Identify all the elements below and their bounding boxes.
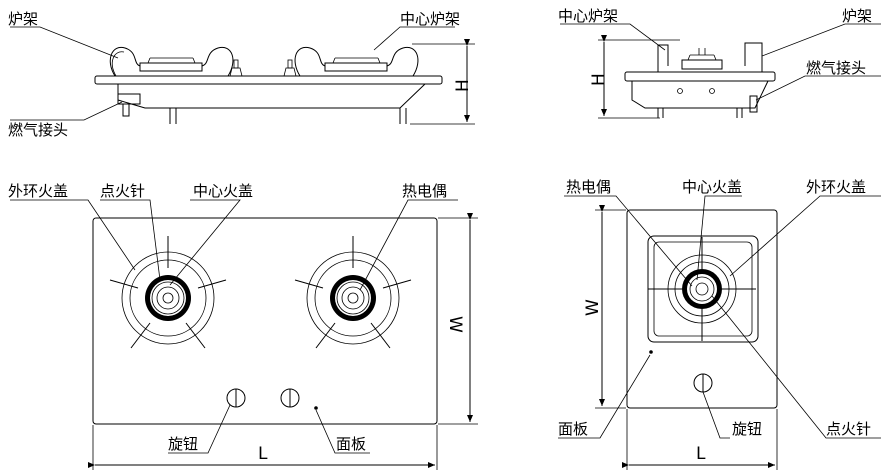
label-outer-cap-right: 外环火盖 <box>806 178 866 196</box>
side-view-double <box>10 26 475 125</box>
dim-w-left: W <box>445 316 465 333</box>
label-thermocouple-left: 热电偶 <box>402 182 447 200</box>
dim-h-right: H <box>589 73 609 86</box>
label-igniter-right: 点火针 <box>826 420 871 438</box>
top-view-double <box>10 199 478 470</box>
side-view-single <box>560 23 881 119</box>
label-igniter-left: 点火针 <box>100 182 145 200</box>
label-stand-left: 炉架 <box>8 10 38 28</box>
label-panel-left: 面板 <box>336 435 366 453</box>
label-center-cap-right: 中心火盖 <box>682 178 742 196</box>
label-center-stand-right: 中心炉架 <box>558 7 618 25</box>
label-center-cap-left: 中心火盖 <box>193 182 253 200</box>
label-gas-inlet-right: 燃气接头 <box>806 59 866 77</box>
label-stand-right: 炉架 <box>842 7 872 25</box>
top-view-single <box>558 195 881 470</box>
label-center-stand-left: 中心炉架 <box>400 10 460 28</box>
dim-l-left: L <box>258 444 268 464</box>
label-outer-cap-left: 外环火盖 <box>8 182 68 200</box>
label-knob-right: 旋钮 <box>732 420 762 438</box>
dim-l-right: L <box>696 444 706 464</box>
label-panel-right: 面板 <box>558 420 588 438</box>
label-thermocouple-right: 热电偶 <box>566 178 611 196</box>
label-knob-left: 旋钮 <box>168 435 198 453</box>
dim-h-left: H <box>453 79 473 92</box>
dim-w-right: W <box>583 299 603 316</box>
label-gas-inlet-left: 燃气接头 <box>8 121 68 139</box>
